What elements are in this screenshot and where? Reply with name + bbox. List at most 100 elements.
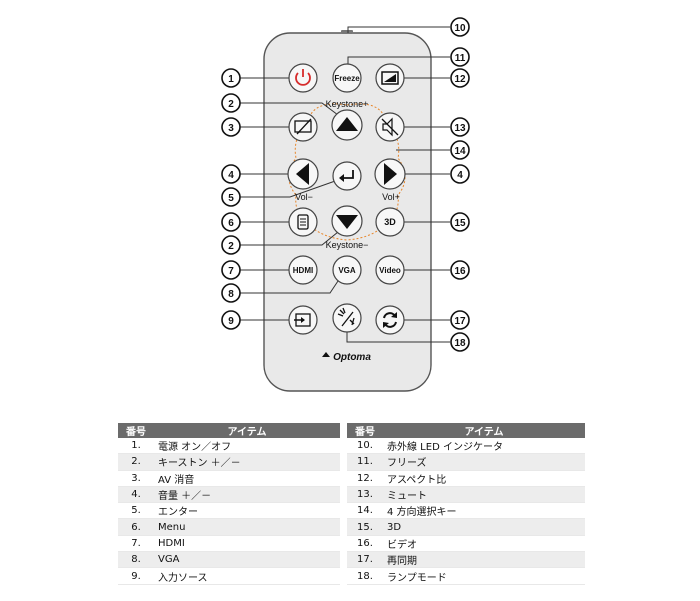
table-row: 18.ランプモード xyxy=(347,567,585,585)
svg-text:18: 18 xyxy=(454,338,466,349)
callout-18: 18 xyxy=(450,332,470,352)
table-row: 14.4 方向選択キー xyxy=(347,502,585,520)
svg-text:5: 5 xyxy=(228,193,234,204)
table-row: 15.3D xyxy=(347,518,585,536)
enter-button[interactable] xyxy=(332,161,362,191)
callout-6: 6 xyxy=(221,212,241,232)
vol-minus-button[interactable] xyxy=(287,158,319,190)
svg-text:9: 9 xyxy=(228,316,234,327)
callout-9: 9 xyxy=(221,310,241,330)
hdmi-button[interactable]: HDMI xyxy=(288,255,318,285)
table-row: 7.HDMI xyxy=(118,535,340,553)
3d-button[interactable]: 3D xyxy=(375,207,405,237)
av-mute-button[interactable] xyxy=(288,112,318,142)
menu-button[interactable] xyxy=(288,207,318,237)
ir-led-indicator xyxy=(341,30,353,34)
svg-text:16: 16 xyxy=(454,266,466,277)
table-row: 10.赤外線 LED インジケータ xyxy=(347,438,585,455)
header-item: アイテム xyxy=(383,423,585,438)
aspect-ratio-icon xyxy=(381,71,399,85)
keystone-down-label: Keystone− xyxy=(326,240,369,250)
svg-text:10: 10 xyxy=(454,23,466,34)
table-row: 6.Menu xyxy=(118,518,340,536)
keystone-up-button[interactable] xyxy=(331,109,363,141)
table-row: 12.アスペクト比 xyxy=(347,470,585,487)
arrow-left-icon xyxy=(296,163,309,185)
svg-text:2: 2 xyxy=(228,241,234,252)
lamp-mode-button[interactable] xyxy=(332,303,362,333)
legend-table-left: 番号 アイテム 1.電源 オン／オフ 2.キーストン ＋／－ 3.AV 消音 4… xyxy=(118,423,340,585)
svg-text:11: 11 xyxy=(455,53,466,64)
legend-table-right: 番号 アイテム 10.赤外線 LED インジケータ 11.フリーズ 12.アスペ… xyxy=(347,423,585,585)
svg-text:17: 17 xyxy=(454,316,466,327)
video-button[interactable]: Video xyxy=(375,255,405,285)
vga-label: VGA xyxy=(338,266,356,275)
menu-icon xyxy=(297,214,309,230)
callout-8: 8 xyxy=(221,283,241,303)
aspect-ratio-button[interactable] xyxy=(375,63,405,93)
table-row: 5.エンター xyxy=(118,502,340,520)
svg-text:8: 8 xyxy=(228,289,234,300)
resync-button[interactable] xyxy=(375,305,405,335)
header-number: 番号 xyxy=(118,423,154,438)
vga-button[interactable]: VGA xyxy=(332,255,362,285)
vol-plus-button[interactable] xyxy=(374,158,406,190)
table-row: 1.電源 オン／オフ xyxy=(118,438,340,455)
freeze-button[interactable]: Freeze xyxy=(332,63,362,93)
svg-text:15: 15 xyxy=(454,218,466,229)
svg-text:4: 4 xyxy=(228,170,234,181)
callout-4-left: 4 xyxy=(221,164,241,184)
header-number: 番号 xyxy=(347,423,383,438)
callout-10: 10 xyxy=(450,17,470,37)
arrow-up-icon xyxy=(336,117,358,131)
power-icon xyxy=(295,72,311,86)
callout-4-right: 4 xyxy=(450,164,470,184)
leader-lines xyxy=(240,26,450,343)
power-button[interactable] xyxy=(288,63,318,93)
svg-text:4: 4 xyxy=(457,170,463,181)
svg-text:13: 13 xyxy=(454,123,466,134)
table-row: 13.ミュート xyxy=(347,486,585,504)
vol-plus-label: Vol+ xyxy=(382,192,400,202)
mute-button[interactable] xyxy=(375,112,405,142)
table-row: 3.AV 消音 xyxy=(118,470,340,487)
arrow-right-icon xyxy=(384,163,397,185)
callout-2-up: 2 xyxy=(221,93,241,113)
keystone-up-label: Keystone+ xyxy=(326,99,369,109)
freeze-label: Freeze xyxy=(334,74,360,83)
3d-label: 3D xyxy=(384,217,396,227)
table-row: 11.フリーズ xyxy=(347,453,585,471)
svg-text:12: 12 xyxy=(454,74,466,85)
callout-3: 3 xyxy=(221,117,241,137)
callout-16: 16 xyxy=(450,260,470,280)
callout-15: 15 xyxy=(450,212,470,232)
keystone-down-button[interactable] xyxy=(331,205,363,237)
video-label: Video xyxy=(379,266,401,275)
svg-text:3: 3 xyxy=(228,123,234,134)
svg-text:7: 7 xyxy=(228,266,234,277)
svg-text:1: 1 xyxy=(228,74,234,85)
table-row: 4.音量 ＋／－ xyxy=(118,486,340,504)
table-row: 17.再同期 xyxy=(347,551,585,569)
svg-text:14: 14 xyxy=(454,146,466,157)
callout-12: 12 xyxy=(450,68,470,88)
av-mute-icon xyxy=(294,120,312,133)
callout-7: 7 xyxy=(221,260,241,280)
callout-5: 5 xyxy=(221,187,241,207)
svg-text:2: 2 xyxy=(228,99,234,110)
callout-14: 14 xyxy=(450,140,470,160)
optoma-logo: Optoma xyxy=(322,352,371,363)
remote-diagram: Freeze Keystone+ Vol− Vol+ xyxy=(221,17,470,392)
table-row: 8.VGA xyxy=(118,551,340,569)
callout-1: 1 xyxy=(221,68,241,88)
arrow-down-icon xyxy=(336,215,358,229)
enter-icon xyxy=(341,170,354,179)
lamp-icon xyxy=(337,307,355,327)
callout-17: 17 xyxy=(450,310,470,330)
callout-11: 11 xyxy=(450,47,470,67)
callout-13: 13 xyxy=(450,117,470,137)
vol-minus-label: Vol− xyxy=(295,192,313,202)
table-row: 16.ビデオ xyxy=(347,535,585,553)
source-button[interactable] xyxy=(288,305,318,335)
table-row: 2.キーストン ＋／－ xyxy=(118,453,340,471)
